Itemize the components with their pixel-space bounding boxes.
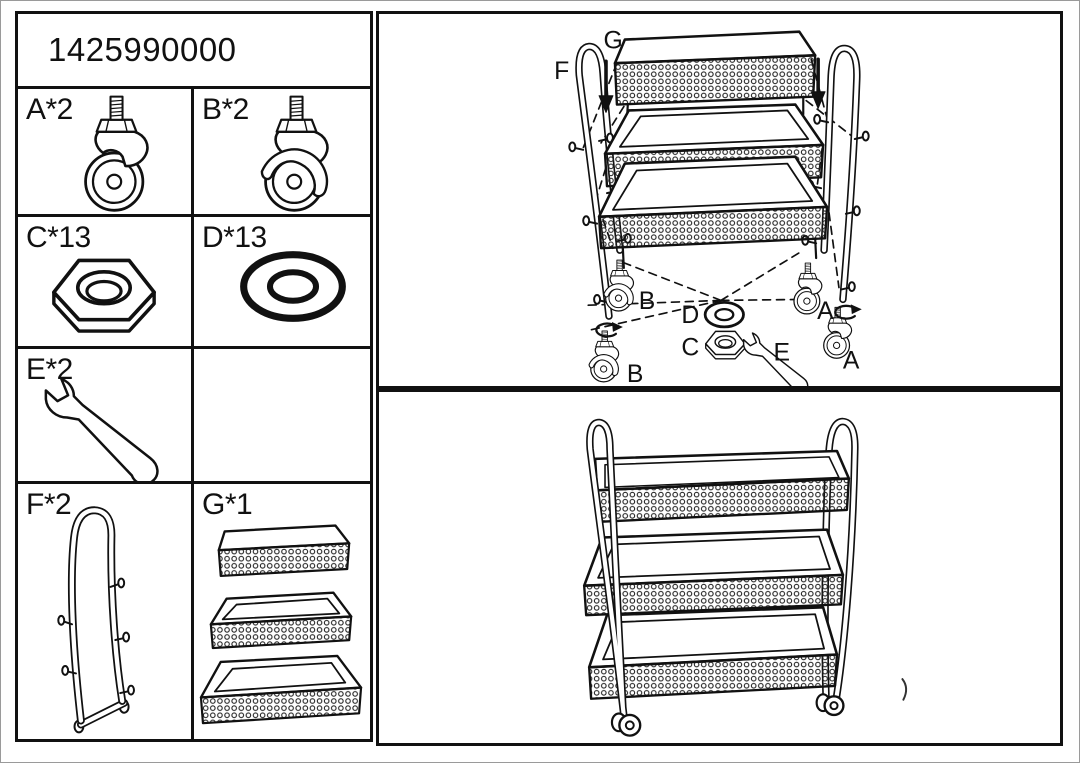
- cart-top-basket: [593, 449, 851, 523]
- right-side-frame: [801, 44, 870, 304]
- part-label-b: B*2: [202, 93, 249, 126]
- cart-left-caster: [610, 712, 642, 737]
- part-label-f: F*2: [26, 488, 72, 521]
- down-arrow-left: [598, 59, 614, 113]
- part-label-c: C*13: [26, 221, 91, 254]
- label-e: E: [774, 339, 790, 366]
- cart-right-caster: [815, 693, 845, 717]
- label-d: D: [681, 302, 698, 329]
- assembled-cart-panel: [376, 389, 1063, 746]
- part-cell-c: C*13: [18, 217, 194, 346]
- parts-row-e: E*2: [18, 349, 370, 484]
- nut-c: [705, 330, 746, 360]
- wrench-icon: [44, 377, 159, 481]
- part-cell-d: D*13: [194, 217, 370, 346]
- cart-left-frame: [586, 418, 629, 729]
- cart-bottom-basket: [587, 606, 839, 700]
- assembly-diagram: G F B B A A D C E: [554, 28, 870, 386]
- label-a-upper: A: [817, 298, 834, 325]
- part-cell-f: F*2: [18, 484, 194, 739]
- assembly-diagram-panel: G F B B A A D C E: [376, 11, 1063, 389]
- part-number-row: 1425990000: [18, 14, 370, 89]
- rotate-arrow-left: [595, 322, 623, 338]
- stray-mark: [901, 678, 908, 701]
- down-arrow-right: [810, 57, 826, 109]
- parts-row-fg: F*2 G*1: [18, 484, 370, 739]
- part-cell-g: G*1: [194, 484, 370, 739]
- part-cell-empty: [194, 349, 370, 481]
- part-label-e: E*2: [26, 353, 73, 386]
- part-cell-b: B*2: [194, 89, 370, 214]
- rotate-arrow-right: [834, 304, 862, 320]
- hex-nut-icon: [52, 258, 156, 333]
- label-a-lower: A: [843, 347, 860, 374]
- label-b-lower: B: [627, 361, 643, 386]
- parts-table: 1425990000 A*2 B*2 C*13 D*13: [15, 11, 373, 742]
- caster-brake-icon: [250, 92, 344, 214]
- assembled-cart-drawing: [582, 417, 908, 737]
- label-f: F: [554, 58, 569, 85]
- parts-row-cd: C*13 D*13: [18, 217, 370, 349]
- part-number: 1425990000: [48, 31, 237, 68]
- caster-swivel-icon: [84, 95, 149, 212]
- bottom-basket: [597, 155, 829, 269]
- top-basket: [613, 30, 817, 124]
- cart-middle-basket: [582, 528, 845, 617]
- parts-row-ab: A*2 B*2: [18, 89, 370, 217]
- part-label-d: D*13: [202, 221, 267, 254]
- part-cell-a: A*2: [18, 89, 194, 214]
- washer-d: [703, 300, 745, 329]
- caster-b-lower: [589, 331, 619, 382]
- label-c: C: [681, 335, 698, 362]
- washer-icon: [236, 247, 350, 326]
- part-label-a: A*2: [26, 93, 73, 126]
- label-b-upper: B: [639, 288, 655, 315]
- part-cell-e: E*2: [18, 349, 194, 481]
- label-g: G: [604, 28, 623, 55]
- part-label-g: G*1: [202, 488, 253, 521]
